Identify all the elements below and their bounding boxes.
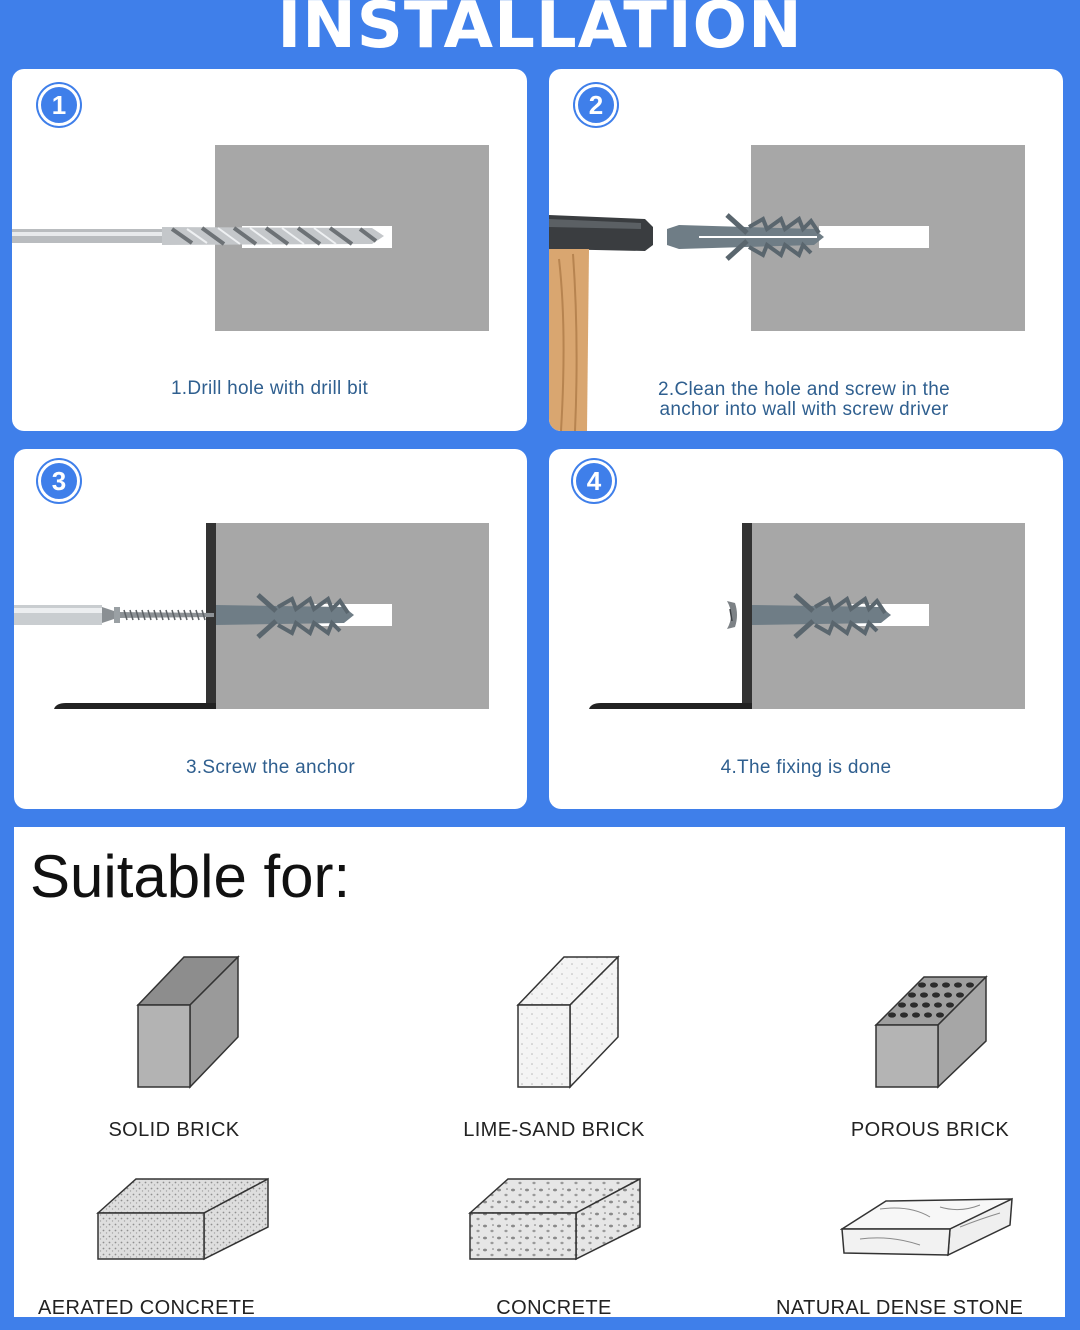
step-1-badge: 1 <box>38 84 80 126</box>
page-title: INSTALLATION <box>277 0 803 63</box>
hammer-illustration <box>549 145 1025 431</box>
suitable-title: Suitable for: <box>30 843 351 910</box>
solid-brick-icon <box>136 955 240 1089</box>
drill-illustration <box>12 145 489 331</box>
anchor-icon <box>752 593 891 639</box>
lime-sand-brick-icon <box>516 955 620 1089</box>
step-4-badge: 4 <box>573 460 615 502</box>
screwdriver-icon <box>14 605 114 625</box>
step-4-caption: 4.The fixing is done <box>720 757 892 778</box>
step-4-panel: 4 4.The fixing is done <box>549 449 1063 809</box>
drill-bit-icon <box>12 226 384 246</box>
step-1-caption: 1.Drill hole with drill bit <box>170 378 369 399</box>
material-label-solid-brick: SOLID BRICK <box>108 1119 240 1141</box>
step-2-caption-line-1: 2.Clean the hole and screw in the <box>658 379 950 400</box>
porous-brick-icon <box>874 975 988 1089</box>
material-label-concrete: CONCRETE <box>496 1297 612 1317</box>
step-2-caption-line-2: anchor into wall with screw driver <box>659 399 949 420</box>
fixture-plate <box>742 523 752 709</box>
step-1-panel: 1 1.Drill hole with drill bit <box>12 69 527 431</box>
screw-head-icon <box>727 601 737 629</box>
step-2-panel: 2 2.Clean the hole and screw in the anch… <box>549 69 1063 431</box>
fixture-base <box>589 703 752 709</box>
material-label-aerated-concrete: AERATED CONCRETE <box>38 1297 256 1317</box>
fixed-illustration <box>589 523 1025 709</box>
step-3-badge: 3 <box>38 460 80 502</box>
aerated-concrete-icon <box>96 1177 269 1261</box>
material-label-natural-dense-stone: NATURAL DENSE STONE <box>776 1297 1024 1317</box>
concrete-icon <box>468 1177 641 1261</box>
anchor-icon <box>216 593 354 639</box>
step-3-panel: 3 3.Screw the anchor <box>14 449 527 809</box>
drilled-hole <box>819 226 929 248</box>
step-2-caption: 2.Clean the hole and screw in the anchor… <box>589 380 1019 420</box>
step-3-caption: 3.Screw the anchor <box>185 757 356 778</box>
screw-illustration <box>14 523 489 709</box>
fixture-base <box>54 703 216 709</box>
screw-icon <box>114 607 214 623</box>
anchor-icon <box>667 213 824 261</box>
natural-dense-stone-icon <box>840 1197 1013 1257</box>
suitable-for-section: Suitable for: SOLID BRICK LIME-SAND BRIC… <box>14 827 1065 1317</box>
hammer-icon <box>549 215 653 431</box>
material-label-lime-sand-brick: LIME-SAND BRICK <box>463 1119 645 1141</box>
material-label-porous-brick: POROUS BRICK <box>850 1119 1010 1141</box>
step-2-badge: 2 <box>575 84 617 126</box>
